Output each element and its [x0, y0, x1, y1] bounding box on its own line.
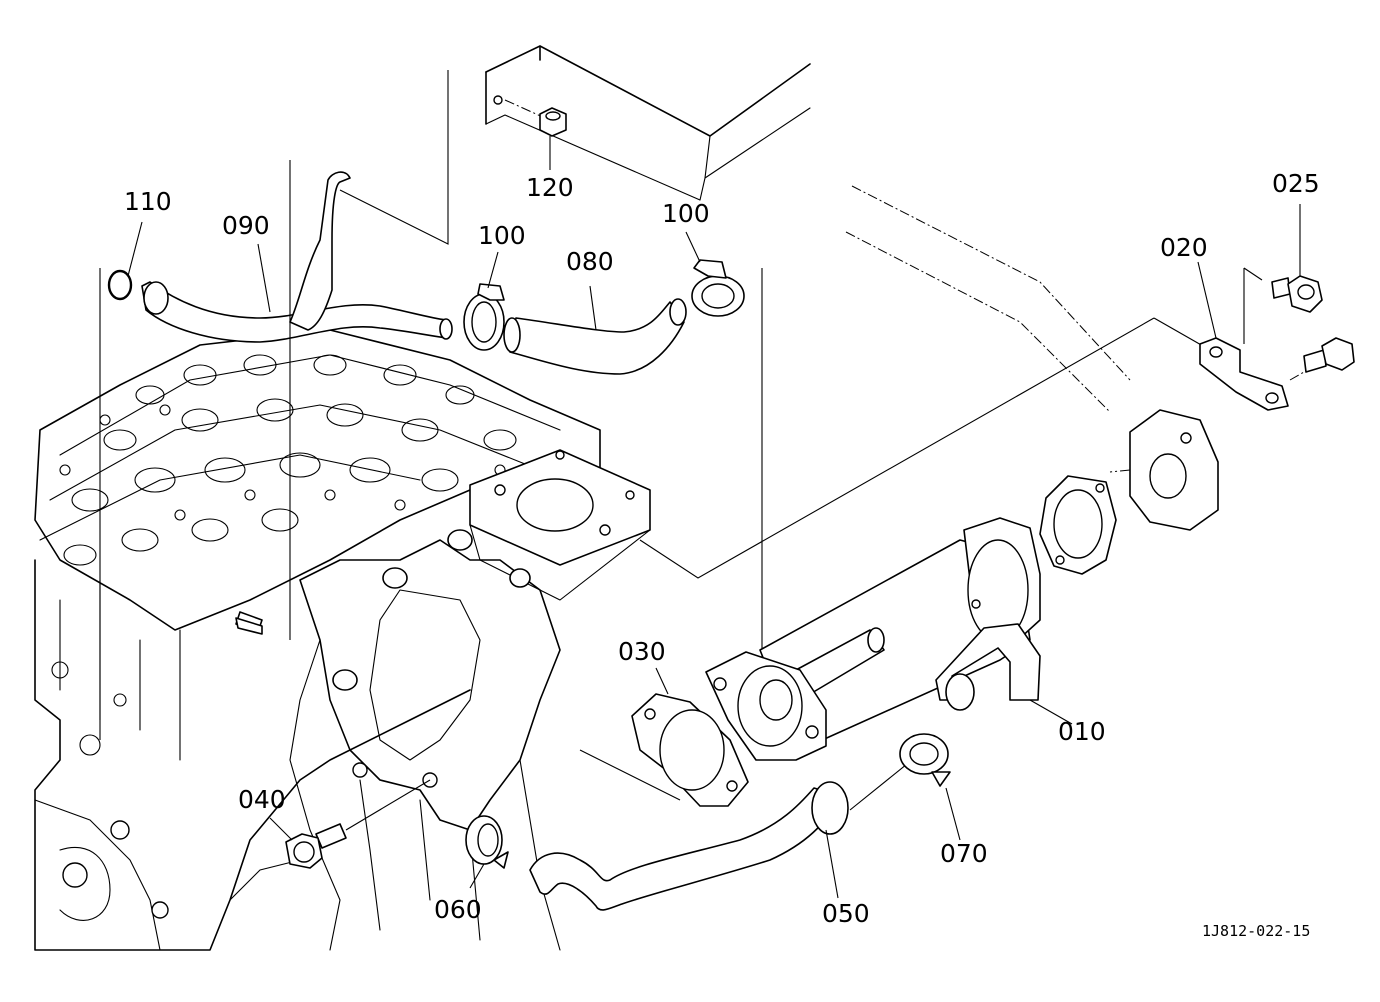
part-080-hose: [503, 285, 687, 375]
part-120-nut: [539, 107, 567, 170]
callout-100-right: 100: [662, 199, 710, 228]
part-040-flange-body: [1109, 409, 1219, 531]
callout-040: 040: [238, 785, 286, 814]
callout-090: 090: [222, 211, 270, 240]
part-025-bolt-lower: [1289, 337, 1355, 381]
part-050-hose: [529, 759, 913, 911]
callout-110: 110: [124, 187, 172, 216]
frame-bracket: [485, 45, 1131, 413]
part-010-egr-cooler: [705, 517, 1073, 761]
part-090-coolant-pipe: [141, 171, 453, 343]
part-100-hose-clamp-a: [463, 251, 505, 351]
part-gasket-right: [1039, 475, 1117, 575]
head-ports: [59, 354, 517, 566]
part-030-gasket: [579, 667, 749, 807]
part-100-hose-clamp-b: [685, 231, 745, 317]
callout-080: 080: [566, 247, 614, 276]
callout-010: 010: [1058, 717, 1106, 746]
part-070-hose-clamp: [899, 733, 961, 841]
callout-060: 060: [434, 895, 482, 924]
part-040-bolt: [235, 617, 431, 869]
callout-labels: 110 090 100 080 100 120 025 020 030 010 …: [124, 169, 1320, 940]
callout-070: 070: [940, 839, 988, 868]
part-025-bolt-upper: [1271, 204, 1323, 313]
part-060-hose-clamp: [465, 815, 509, 889]
engine-block: [34, 329, 651, 951]
callout-020: 020: [1160, 233, 1208, 262]
figure-id: 1J812-022-15: [1202, 922, 1310, 940]
callout-025: 025: [1272, 169, 1320, 198]
part-110-o-ring: [107, 221, 143, 301]
callout-100-left: 100: [478, 221, 526, 250]
callout-120: 120: [526, 173, 574, 202]
callout-050: 050: [822, 899, 870, 928]
assembly-lines: [99, 70, 1211, 740]
callout-030: 030: [618, 637, 666, 666]
part-020-bracket: [1197, 261, 1289, 411]
